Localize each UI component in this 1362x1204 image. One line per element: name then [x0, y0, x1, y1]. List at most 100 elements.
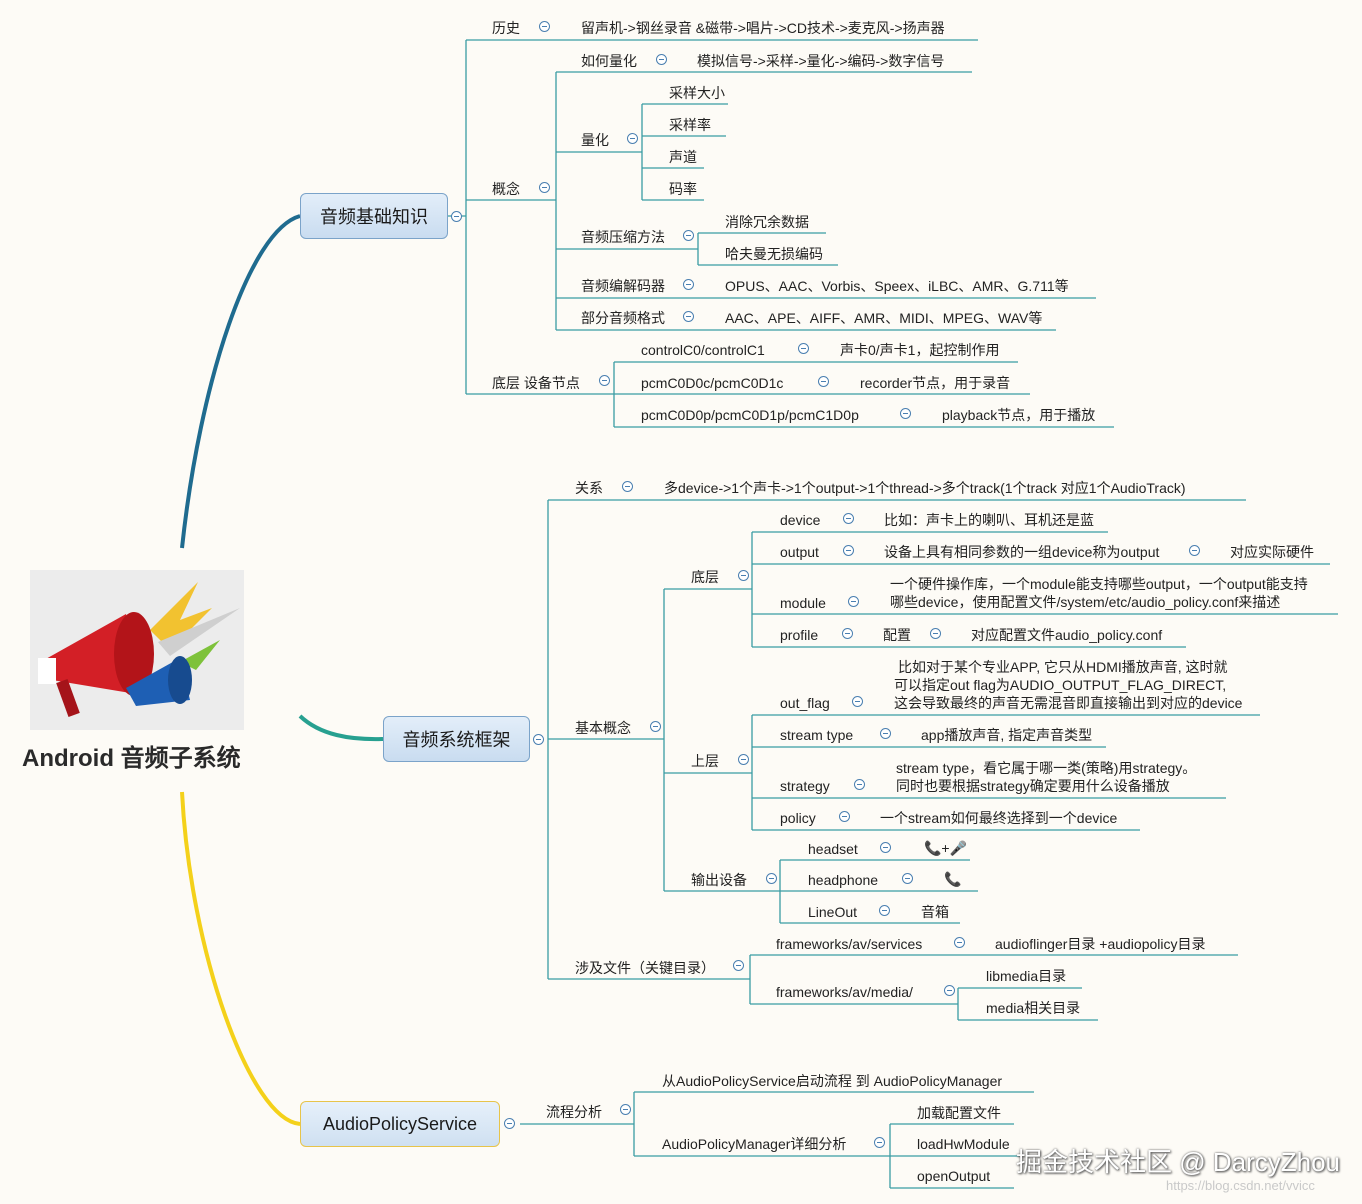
node-relation-value[interactable]: 多device->1个声卡->1个output->1个thread->多个tra… [664, 480, 1186, 496]
node-quantize-item[interactable]: 采样率 [669, 117, 711, 133]
node-codec[interactable]: 音频编解码器 [581, 278, 665, 294]
node-strategy[interactable]: strategy [780, 778, 830, 794]
node-basic-concept[interactable]: 基本概念 [575, 720, 631, 736]
node-out-flag[interactable]: out_flag [780, 695, 830, 711]
collapse-icon[interactable] [627, 133, 638, 144]
node-out-flag-desc[interactable]: 可以指定out flag为AUDIO_OUTPUT_FLAG_DIRECT, [894, 677, 1227, 693]
collapse-icon[interactable] [944, 985, 955, 996]
collapse-icon[interactable] [874, 1137, 885, 1148]
node-lineout-value[interactable]: 音箱 [921, 904, 949, 920]
collapse-icon[interactable] [451, 211, 462, 222]
main-node-basics[interactable]: 音频基础知识 [300, 193, 448, 239]
node-apm-item[interactable]: 加载配置文件 [917, 1105, 1001, 1121]
node-quantize-how[interactable]: 如何量化 [581, 53, 637, 69]
collapse-icon[interactable] [798, 343, 809, 354]
collapse-icon[interactable] [738, 754, 749, 765]
node-quantize-how-value[interactable]: 模拟信号->采样->量化->编码->数字信号 [697, 53, 945, 69]
node-files[interactable]: 涉及文件（关键目录） [575, 960, 715, 976]
node-device-item[interactable]: pcmC0D0p/pcmC0D1p/pcmC1D0p [641, 407, 859, 423]
node-device-value[interactable]: playback节点，用于播放 [942, 407, 1096, 423]
node-module[interactable]: module [780, 595, 826, 611]
node-device-item[interactable]: controlC0/controlC1 [641, 342, 765, 358]
collapse-icon[interactable] [599, 375, 610, 386]
node-quantize-item[interactable]: 码率 [669, 181, 697, 197]
node-media-item[interactable]: media相关目录 [986, 1000, 1081, 1016]
node-output-desc[interactable]: 设备上具有相同参数的一组device称为output [884, 544, 1160, 560]
collapse-icon[interactable] [880, 728, 891, 739]
node-upper-layer[interactable]: 上层 [691, 753, 719, 769]
node-compress-item[interactable]: 哈夫曼无损编码 [725, 246, 823, 262]
node-relation[interactable]: 关系 [575, 480, 603, 496]
collapse-icon[interactable] [620, 1104, 631, 1115]
collapse-icon[interactable] [854, 779, 865, 790]
node-lineout[interactable]: LineOut [808, 904, 858, 920]
node-device-value[interactable]: 声卡0/声卡1，起控制作用 [840, 342, 1000, 358]
node-out-flag-desc[interactable]: 这会导致最终的声音无需混音即直接输出到对应的device [894, 695, 1243, 711]
node-flow-start[interactable]: 从AudioPolicyService启动流程 到 AudioPolicyMan… [662, 1073, 1003, 1089]
main-node-framework[interactable]: 音频系统框架 [383, 716, 530, 762]
node-module-desc[interactable]: 哪些device，使用配置文件/system/etc/audio_policy.… [890, 594, 1281, 610]
node-output-devices[interactable]: 输出设备 [691, 872, 747, 888]
node-device-nodes[interactable]: 底层 设备节点 [492, 375, 580, 391]
node-quantize-item[interactable]: 声道 [669, 149, 697, 165]
node-history-value[interactable]: 留声机->钢丝录音 &磁带->唱片->CD技术->麦克风->扬声器 [581, 20, 945, 36]
collapse-icon[interactable] [880, 842, 891, 853]
node-services-dir[interactable]: frameworks/av/services [776, 936, 923, 952]
node-profile-config[interactable]: 配置 [883, 627, 911, 643]
node-compress-item[interactable]: 消除冗余数据 [725, 214, 809, 230]
node-bottom-layer[interactable]: 底层 [691, 569, 719, 585]
node-quantize-item[interactable]: 采样大小 [669, 85, 725, 101]
node-output-extra[interactable]: 对应实际硬件 [1230, 544, 1314, 560]
node-compress[interactable]: 音频压缩方法 [581, 229, 665, 245]
node-device-value[interactable]: recorder节点，用于录音 [860, 375, 1011, 391]
collapse-icon[interactable] [738, 570, 749, 581]
node-media-dir[interactable]: frameworks/av/media/ [776, 984, 913, 1000]
collapse-icon[interactable] [683, 311, 694, 322]
node-stream-type-desc[interactable]: app播放声音, 指定声音类型 [921, 727, 1093, 743]
collapse-icon[interactable] [733, 960, 744, 971]
collapse-icon[interactable] [650, 721, 661, 732]
collapse-icon[interactable] [539, 21, 550, 32]
node-headphone[interactable]: headphone [808, 872, 879, 888]
collapse-icon[interactable] [848, 596, 859, 607]
node-apm-item[interactable]: loadHwModule [917, 1136, 1010, 1152]
node-codec-value[interactable]: OPUS、AAC、Vorbis、Speex、iLBC、AMR、G.711等 [725, 278, 1069, 294]
collapse-icon[interactable] [656, 54, 667, 65]
node-stream-type[interactable]: stream type [780, 727, 854, 743]
collapse-icon[interactable] [902, 873, 913, 884]
collapse-icon[interactable] [504, 1118, 515, 1129]
collapse-icon[interactable] [539, 182, 550, 193]
node-strategy-desc[interactable]: stream type，看它属于哪一类(策略)用strategy。 [896, 760, 1197, 776]
node-strategy-desc[interactable]: 同时也要根据strategy确定要用什么设备播放 [896, 778, 1170, 794]
collapse-icon[interactable] [622, 481, 633, 492]
collapse-icon[interactable] [843, 545, 854, 556]
collapse-icon[interactable] [954, 937, 965, 948]
collapse-icon[interactable] [818, 376, 829, 387]
node-profile[interactable]: profile [780, 627, 819, 643]
collapse-icon[interactable] [879, 905, 890, 916]
node-policy-desc[interactable]: 一个stream如何最终选择到一个device [880, 810, 1118, 826]
node-device-desc[interactable]: 比如：声卡上的喇叭、耳机还是蓝 [884, 512, 1094, 528]
node-out-flag-desc[interactable]: 比如对于某个专业APP, 它只从HDMI播放声音, 这时就 [898, 659, 1228, 675]
node-media-item[interactable]: libmedia目录 [986, 968, 1067, 984]
collapse-icon[interactable] [683, 279, 694, 290]
main-node-audiopolicyservice[interactable]: AudioPolicyService [300, 1101, 500, 1147]
collapse-icon[interactable] [1189, 545, 1200, 556]
collapse-icon[interactable] [839, 811, 850, 822]
collapse-icon[interactable] [533, 734, 544, 745]
collapse-icon[interactable] [930, 628, 941, 639]
node-history[interactable]: 历史 [492, 20, 520, 36]
node-apm-item[interactable]: openOutput [917, 1168, 991, 1184]
node-device[interactable]: device [780, 512, 821, 528]
node-policy[interactable]: policy [780, 810, 816, 826]
node-apm-detail[interactable]: AudioPolicyManager详细分析 [662, 1136, 847, 1152]
node-module-desc[interactable]: 一个硬件操作库，一个module能支持哪些output，一个output能支持 [890, 576, 1308, 592]
node-concept[interactable]: 概念 [492, 181, 520, 197]
collapse-icon[interactable] [900, 408, 911, 419]
node-formats-value[interactable]: AAC、APE、AIFF、AMR、MIDI、MPEG、WAV等 [725, 310, 1043, 326]
collapse-icon[interactable] [843, 513, 854, 524]
node-flow-analysis[interactable]: 流程分析 [546, 1104, 602, 1120]
node-device-item[interactable]: pcmC0D0c/pcmC0D1c [641, 375, 784, 391]
collapse-icon[interactable] [842, 628, 853, 639]
collapse-icon[interactable] [852, 696, 863, 707]
